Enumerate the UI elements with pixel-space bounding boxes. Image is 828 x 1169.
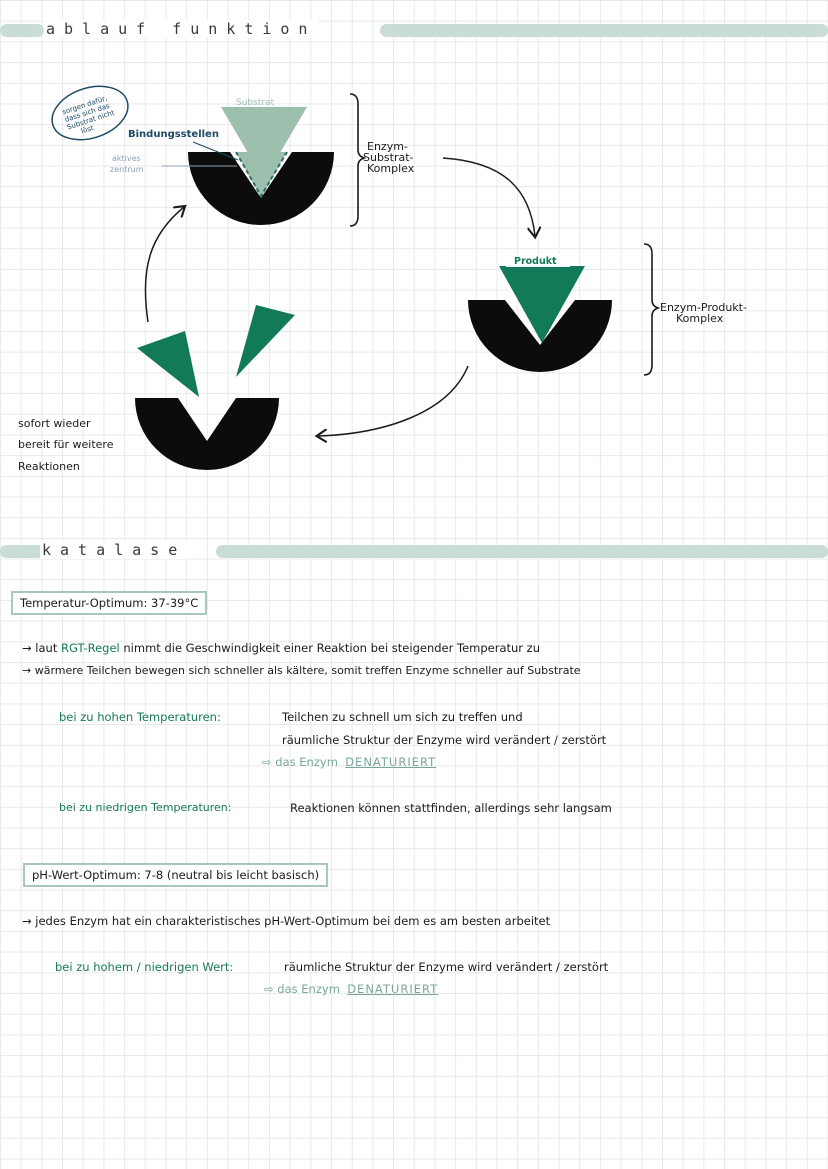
section-title-katalase: katalase	[40, 541, 189, 559]
aktives-zentrum-label-1: aktives	[112, 154, 141, 163]
sofort-line-1: sofort wieder	[18, 417, 91, 430]
enzym-substrat-komplex-label-group: Enzym- Substrat- Komplex	[349, 93, 415, 227]
hollow-arrow-icon: ⇨	[262, 755, 276, 769]
arrow-to-substrate-complex	[144, 207, 184, 323]
aktives-zentrum-label-2: zentrum	[110, 165, 144, 174]
note-bubble: sorgen dafür, dass sich das Substrat nic…	[51, 85, 129, 141]
enzyme-cycle-diagram: sorgen dafür, dass sich das Substrat nic…	[18, 85, 747, 473]
epk-line-1: Enzym-Produkt-	[660, 301, 747, 314]
ph-label: bei zu hohem / niedrigen Wert:	[55, 960, 234, 974]
section-title-ablauf: ablauf funktion	[44, 20, 319, 38]
enzyme-shape-top	[188, 152, 334, 225]
enzyme-substrate-complex: Substrat Bindungsstellen aktives zentrum	[110, 98, 334, 225]
section2-bar-left	[0, 545, 44, 558]
niedrige-temperatur-label: bei zu niedrigen Temperaturen:	[59, 801, 232, 814]
released-product-right	[236, 305, 295, 377]
niedrige-temperatur-text: Reaktionen können stattfinden, allerding…	[290, 801, 612, 815]
ph-bullet: → jedes Enzym hat ein charakteristisches…	[22, 914, 551, 928]
denaturiert-label-1: DENATURIERT	[345, 755, 437, 769]
denaturiert-line-1: ⇨ das Enzym DENATURIERT	[262, 755, 436, 769]
hollow-arrow-icon-2: ⇨	[264, 982, 278, 996]
enzyme-shape-right	[468, 300, 612, 372]
free-enzyme	[135, 305, 295, 470]
note-line-4: löst	[80, 124, 95, 136]
temperatur-optimum-box: Temperatur-Optimum: 37-39°C	[11, 591, 208, 615]
hohe-temperatur-label: bei zu hohen Temperaturen:	[59, 710, 221, 724]
sofort-line-3: Reaktionen	[18, 460, 80, 473]
arrow-to-product	[442, 157, 535, 236]
substrat-label: Substrat	[236, 98, 275, 108]
hohe-temperatur-text-1: Teilchen zu schnell um sich zu treffen u…	[282, 710, 523, 724]
released-product-left	[137, 331, 199, 397]
substrate-triangle	[221, 107, 307, 180]
rgt-regel: RGT-Regel	[61, 641, 120, 655]
enzyme-shape-bottom	[135, 398, 279, 470]
produkt-label: Produkt	[514, 256, 557, 267]
epk-line-2: Komplex	[676, 312, 724, 325]
rgt-bullet: → laut RGT-Regel nimmt die Geschwindigke…	[22, 641, 540, 655]
esk-line-1: Enzym-	[367, 140, 408, 153]
esk-line-2: Substrat-	[363, 151, 414, 164]
hohe-temperatur-text-2: räumliche Struktur der Enzyme wird verän…	[282, 733, 607, 747]
section2-bar-right	[216, 545, 828, 558]
enzyme-product-complex: Produkt	[468, 254, 612, 372]
section-bar-right	[380, 24, 828, 37]
rgt-rest: nimmt die Geschwindigkeit einer Reaktion…	[119, 641, 541, 655]
sofort-line-2: bereit für weitere	[18, 438, 114, 451]
section-bar-left	[0, 24, 44, 37]
arrow-to-free-enzyme	[318, 365, 469, 436]
waermere-bullet: → wärmere Teilchen bewegen sich schnelle…	[22, 664, 581, 677]
denaturiert-label-2: DENATURIERT	[347, 982, 439, 996]
ph-optimum-box: pH-Wert-Optimum: 7-8 (neutral bis leicht…	[23, 863, 329, 887]
ph-text: räumliche Struktur der Enzyme wird verän…	[284, 960, 609, 974]
substrate-fill-in-site	[236, 152, 287, 198]
bindungsstellen-label: Bindungsstellen	[128, 129, 219, 140]
esk-line-3: Komplex	[367, 162, 415, 175]
das-enzym-text-2: das Enzym	[277, 982, 340, 996]
bindungsstellen-pointer	[192, 141, 239, 161]
binding-sites-dashed	[235, 151, 288, 198]
rgt-prefix: → laut	[22, 641, 61, 655]
das-enzym-text: das Enzym	[275, 755, 338, 769]
product-triangle	[499, 266, 585, 343]
denaturiert-line-2: ⇨ das Enzym DENATURIERT	[264, 982, 438, 996]
enzym-produkt-komplex-label-group: Enzym-Produkt- Komplex	[643, 243, 747, 376]
